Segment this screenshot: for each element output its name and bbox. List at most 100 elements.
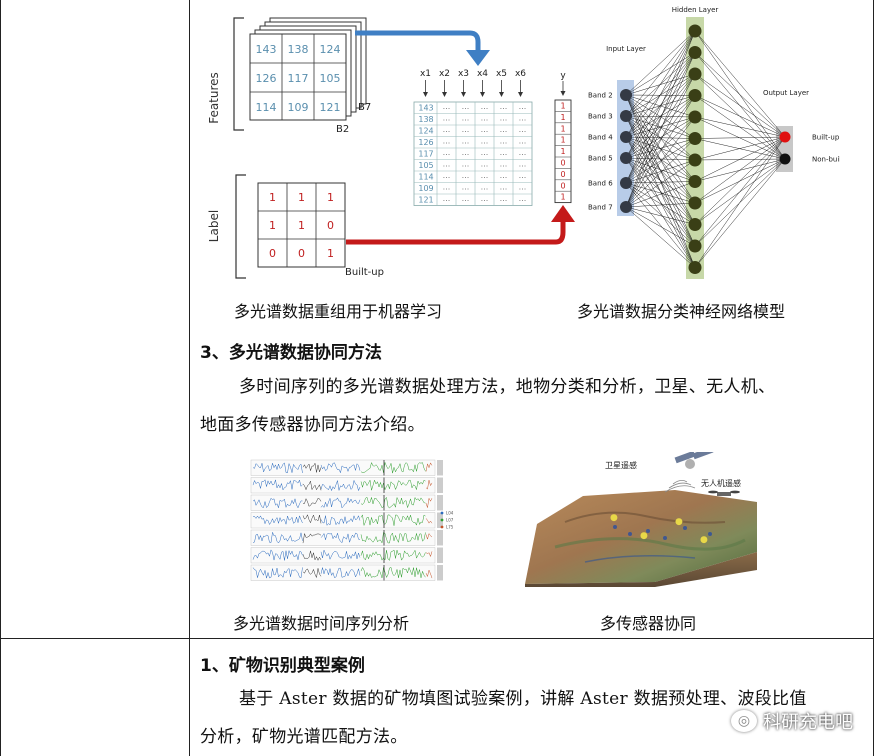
ts-panel	[250, 564, 436, 581]
x-cell-dots: ...	[481, 160, 489, 169]
input-node	[620, 201, 632, 213]
x-cell-dots: ...	[443, 148, 451, 157]
ts-strip	[437, 530, 443, 546]
ts-panel	[250, 494, 436, 511]
x-cell: 143	[418, 104, 433, 113]
svg-text:●: ●	[640, 531, 648, 541]
x-cell-dots: ...	[500, 102, 508, 111]
y-cell: 0	[560, 181, 565, 190]
y-cell: 0	[560, 159, 565, 168]
feature-cell: 138	[288, 43, 309, 56]
time-series-legend: L04 L07 L75	[440, 511, 454, 530]
stack-label-b7: B7	[358, 102, 371, 113]
x-cell-dots: ...	[462, 183, 470, 192]
section3-para-line2: 地面多传感器协同方法介绍。	[200, 415, 425, 435]
x-table: 143...............138...............124.…	[413, 101, 533, 206]
svg-text:●: ●	[610, 513, 618, 523]
table-column-divider	[189, 0, 190, 756]
x-cell-dots: ...	[443, 102, 451, 111]
x-cell-dots: ...	[481, 102, 489, 111]
ts-strip	[437, 477, 443, 493]
drone-icon	[708, 490, 740, 496]
x-cell-dots: ...	[500, 183, 508, 192]
section1-para-line2: 分析，矿物光谱匹配方法。	[200, 727, 408, 747]
red-arrow-head	[551, 205, 575, 222]
nn-connections	[625, 30, 786, 268]
band-label: Band 2	[588, 92, 613, 100]
nn-nodes	[620, 24, 791, 274]
band-stack	[249, 17, 367, 121]
label-cell: 1	[298, 219, 305, 232]
hidden-node	[688, 218, 702, 231]
hidden-node	[688, 196, 702, 210]
label-axis-label: Label	[207, 210, 221, 242]
label-cell: 1	[269, 191, 276, 204]
output-layer-label: Output Layer	[763, 89, 809, 97]
x-cell-dots: ...	[500, 160, 508, 169]
ts-strip	[437, 565, 443, 581]
time-series-figure: L04 L07 L75	[235, 458, 465, 585]
section1-para-line1: 基于 Aster 数据的矿物填图试验案例，讲解 Aster 数据预处理、波段比值	[239, 689, 807, 709]
x-cell-dots: ...	[462, 194, 470, 203]
x-cell-dots: ...	[462, 125, 470, 134]
x-cell-dots: ...	[519, 194, 527, 203]
ts-strip	[437, 495, 443, 511]
band-label: Band 6	[588, 180, 613, 188]
uav-label: 无人机遥感	[701, 478, 741, 488]
terrain-surface	[525, 490, 757, 584]
x-cell-dots: ...	[519, 148, 527, 157]
y-cell: 1	[560, 147, 565, 156]
figure1-caption: 多光谱数据重组用于机器学习	[234, 302, 443, 321]
x-cell-dots: ...	[443, 114, 451, 123]
x-header: x5	[496, 69, 507, 79]
x-cell: 105	[418, 161, 433, 170]
x-cell-dots: ...	[462, 102, 470, 111]
hidden-node	[688, 67, 702, 81]
y-cell: 0	[560, 170, 565, 179]
x-cell-dots: ...	[481, 194, 489, 203]
label-brace	[235, 174, 246, 279]
x-cell-dots: ...	[481, 171, 489, 180]
feature-cell: 143	[256, 43, 277, 56]
x-header: x1	[420, 69, 431, 79]
x-cell-dots: ...	[500, 137, 508, 146]
label-cell: 0	[298, 247, 305, 260]
x-header: x6	[515, 69, 526, 79]
feature-cell: 109	[288, 101, 309, 114]
x-header: x3	[458, 69, 469, 79]
satellite-icon	[674, 452, 714, 469]
red-arrow	[346, 220, 566, 245]
x-cell-dots: ...	[443, 183, 451, 192]
x-cell-dots: ...	[481, 114, 489, 123]
satellite-label: 卫星遥感	[605, 460, 637, 470]
section1-heading: 1、矿物识别典型案例	[200, 656, 365, 676]
table-left-border	[0, 0, 1, 756]
svg-text:L75: L75	[446, 525, 454, 530]
builtup-caption: Built-up	[345, 267, 384, 278]
hidden-node	[688, 89, 702, 102]
y-header: y	[560, 71, 566, 81]
x-cell: 117	[418, 150, 433, 159]
input-node	[620, 177, 632, 189]
x-cell-dots: ...	[519, 160, 527, 169]
label-cell: 1	[269, 219, 276, 232]
hidden-layer-label: Hidden Layer	[672, 6, 719, 14]
feature-cell: 114	[256, 101, 277, 114]
svg-text:●: ●	[700, 535, 708, 545]
ts-panel	[250, 512, 436, 529]
input-node	[620, 110, 632, 122]
watermark-text: 科研充电吧	[763, 712, 853, 733]
blue-arrow-head	[466, 50, 490, 66]
features-axis-label: Features	[207, 72, 221, 124]
x-cell-dots: ...	[462, 137, 470, 146]
section3-para-line1: 多时间序列的多光谱数据处理方法，地物分类和分析，卫星、无人机、	[239, 377, 776, 397]
signal-waves	[664, 480, 696, 493]
x-header: x4	[477, 69, 488, 79]
y-cell: 1	[560, 193, 565, 202]
x-cell-dots: ...	[500, 114, 508, 123]
